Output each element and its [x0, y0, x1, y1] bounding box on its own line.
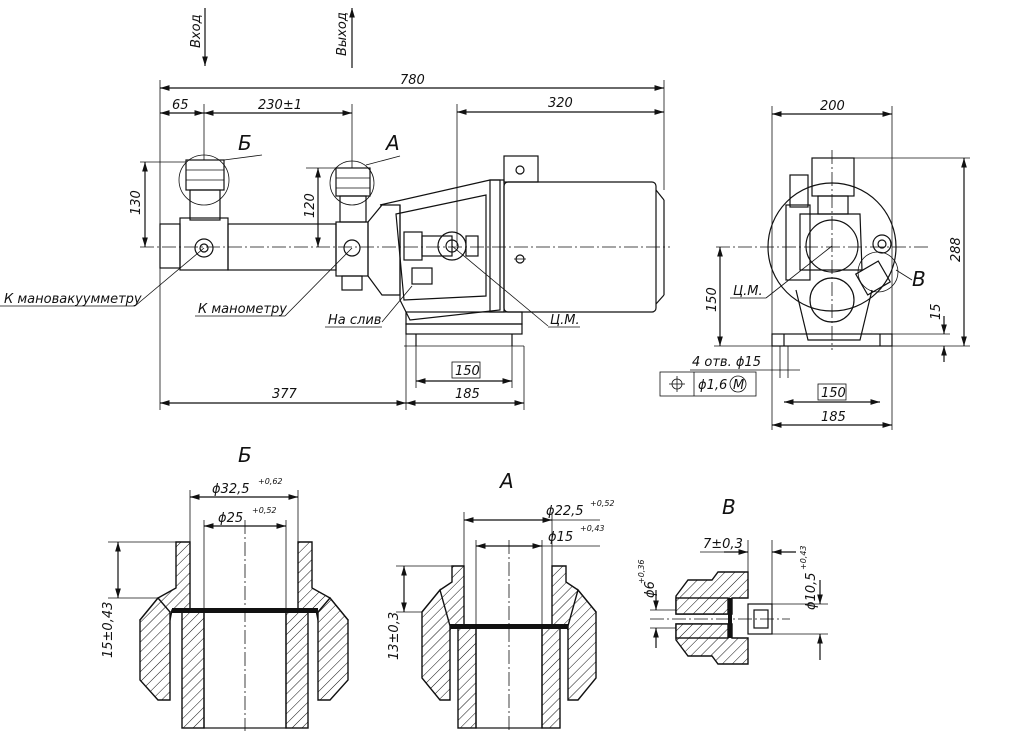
dim-65: 65: [172, 98, 189, 113]
to-gauge-label: К манометру: [198, 302, 287, 317]
dim-150-front: 150: [455, 364, 480, 379]
front-view: К мановакуумметру К манометру На слив Ц.…: [0, 131, 670, 347]
side-dimensions: 200 288 150 15 4 отв. ϕ15 ϕ1,6 М 150 185: [659, 99, 970, 430]
b-outer-dia: ϕ32,5: [212, 482, 250, 497]
a-inner-tol: +0,43: [580, 524, 605, 533]
dim-15-vert: 15: [929, 303, 944, 320]
cm-front-label: Ц.М.: [550, 313, 580, 328]
inlet-arrow: Вход: [189, 8, 208, 66]
holes-label: 4 отв. ϕ15: [692, 355, 761, 370]
b-inner-tol: +0,52: [252, 506, 277, 515]
b-inner-dia: ϕ25: [218, 511, 243, 526]
detail-a-title: А: [498, 469, 514, 493]
dim-288: 288: [949, 237, 964, 262]
view-b-marker: Б: [238, 131, 252, 155]
b-outer-tol: +0,62: [258, 477, 283, 486]
position-modifier: М: [733, 378, 744, 393]
dim-150-side: 150: [821, 386, 846, 401]
dim-230: 230±1: [258, 98, 302, 113]
front-dimensions: 780 65 230±1 320 130 120 377 150 185: [129, 73, 665, 410]
cm-side-label: Ц.М.: [733, 284, 763, 299]
dim-185-front: 185: [455, 387, 480, 402]
a-outer-tol: +0,52: [590, 499, 615, 508]
b-height: 15±0,43: [101, 602, 116, 658]
v-small-dia: ϕ6: [643, 581, 658, 598]
inlet-label: Вход: [189, 14, 204, 48]
detail-v: В 7±0,3 ϕ6 +0,36 ϕ10,5 +0,43: [637, 495, 828, 665]
a-height: 13±0,3: [387, 612, 402, 660]
v-length: 7±0,3: [703, 537, 743, 552]
dim-320: 320: [548, 96, 573, 111]
v-large-dia: ϕ10,5: [804, 572, 819, 610]
outlet-label: Выход: [335, 12, 350, 56]
view-a-marker: А: [384, 131, 400, 155]
view-v-circle: [857, 251, 899, 293]
a-outer-dia: ϕ22,5: [546, 504, 584, 519]
outlet-arrow: Выход: [335, 8, 355, 68]
a-inner-dia: ϕ15: [548, 530, 573, 545]
dim-377: 377: [272, 387, 298, 402]
dim-150-vert: 150: [705, 287, 720, 312]
dim-200: 200: [820, 99, 845, 114]
position-tolerance: ϕ1,6: [698, 378, 727, 393]
detail-a: А ϕ22,5 +0,52 ϕ15 +0,43 13±0,3: [387, 469, 615, 731]
dim-780: 780: [400, 73, 425, 88]
detail-b-title: Б: [238, 443, 252, 467]
view-v-marker: В: [912, 267, 926, 291]
dim-130: 130: [129, 190, 144, 215]
v-small-tol: +0,36: [637, 559, 646, 584]
detail-v-title: В: [722, 495, 736, 519]
detail-b: Б ϕ32,5 +0,62 ϕ25 +0,52 15±0,43: [101, 443, 349, 731]
to-vacuum-gauge-label: К мановакуумметру: [4, 292, 142, 307]
dim-120: 120: [303, 193, 318, 218]
v-large-tol: +0,43: [799, 545, 808, 570]
dim-185-side: 185: [821, 410, 846, 425]
to-drain-label: На слив: [328, 313, 381, 328]
side-view: Ц.М. В: [716, 150, 930, 350]
